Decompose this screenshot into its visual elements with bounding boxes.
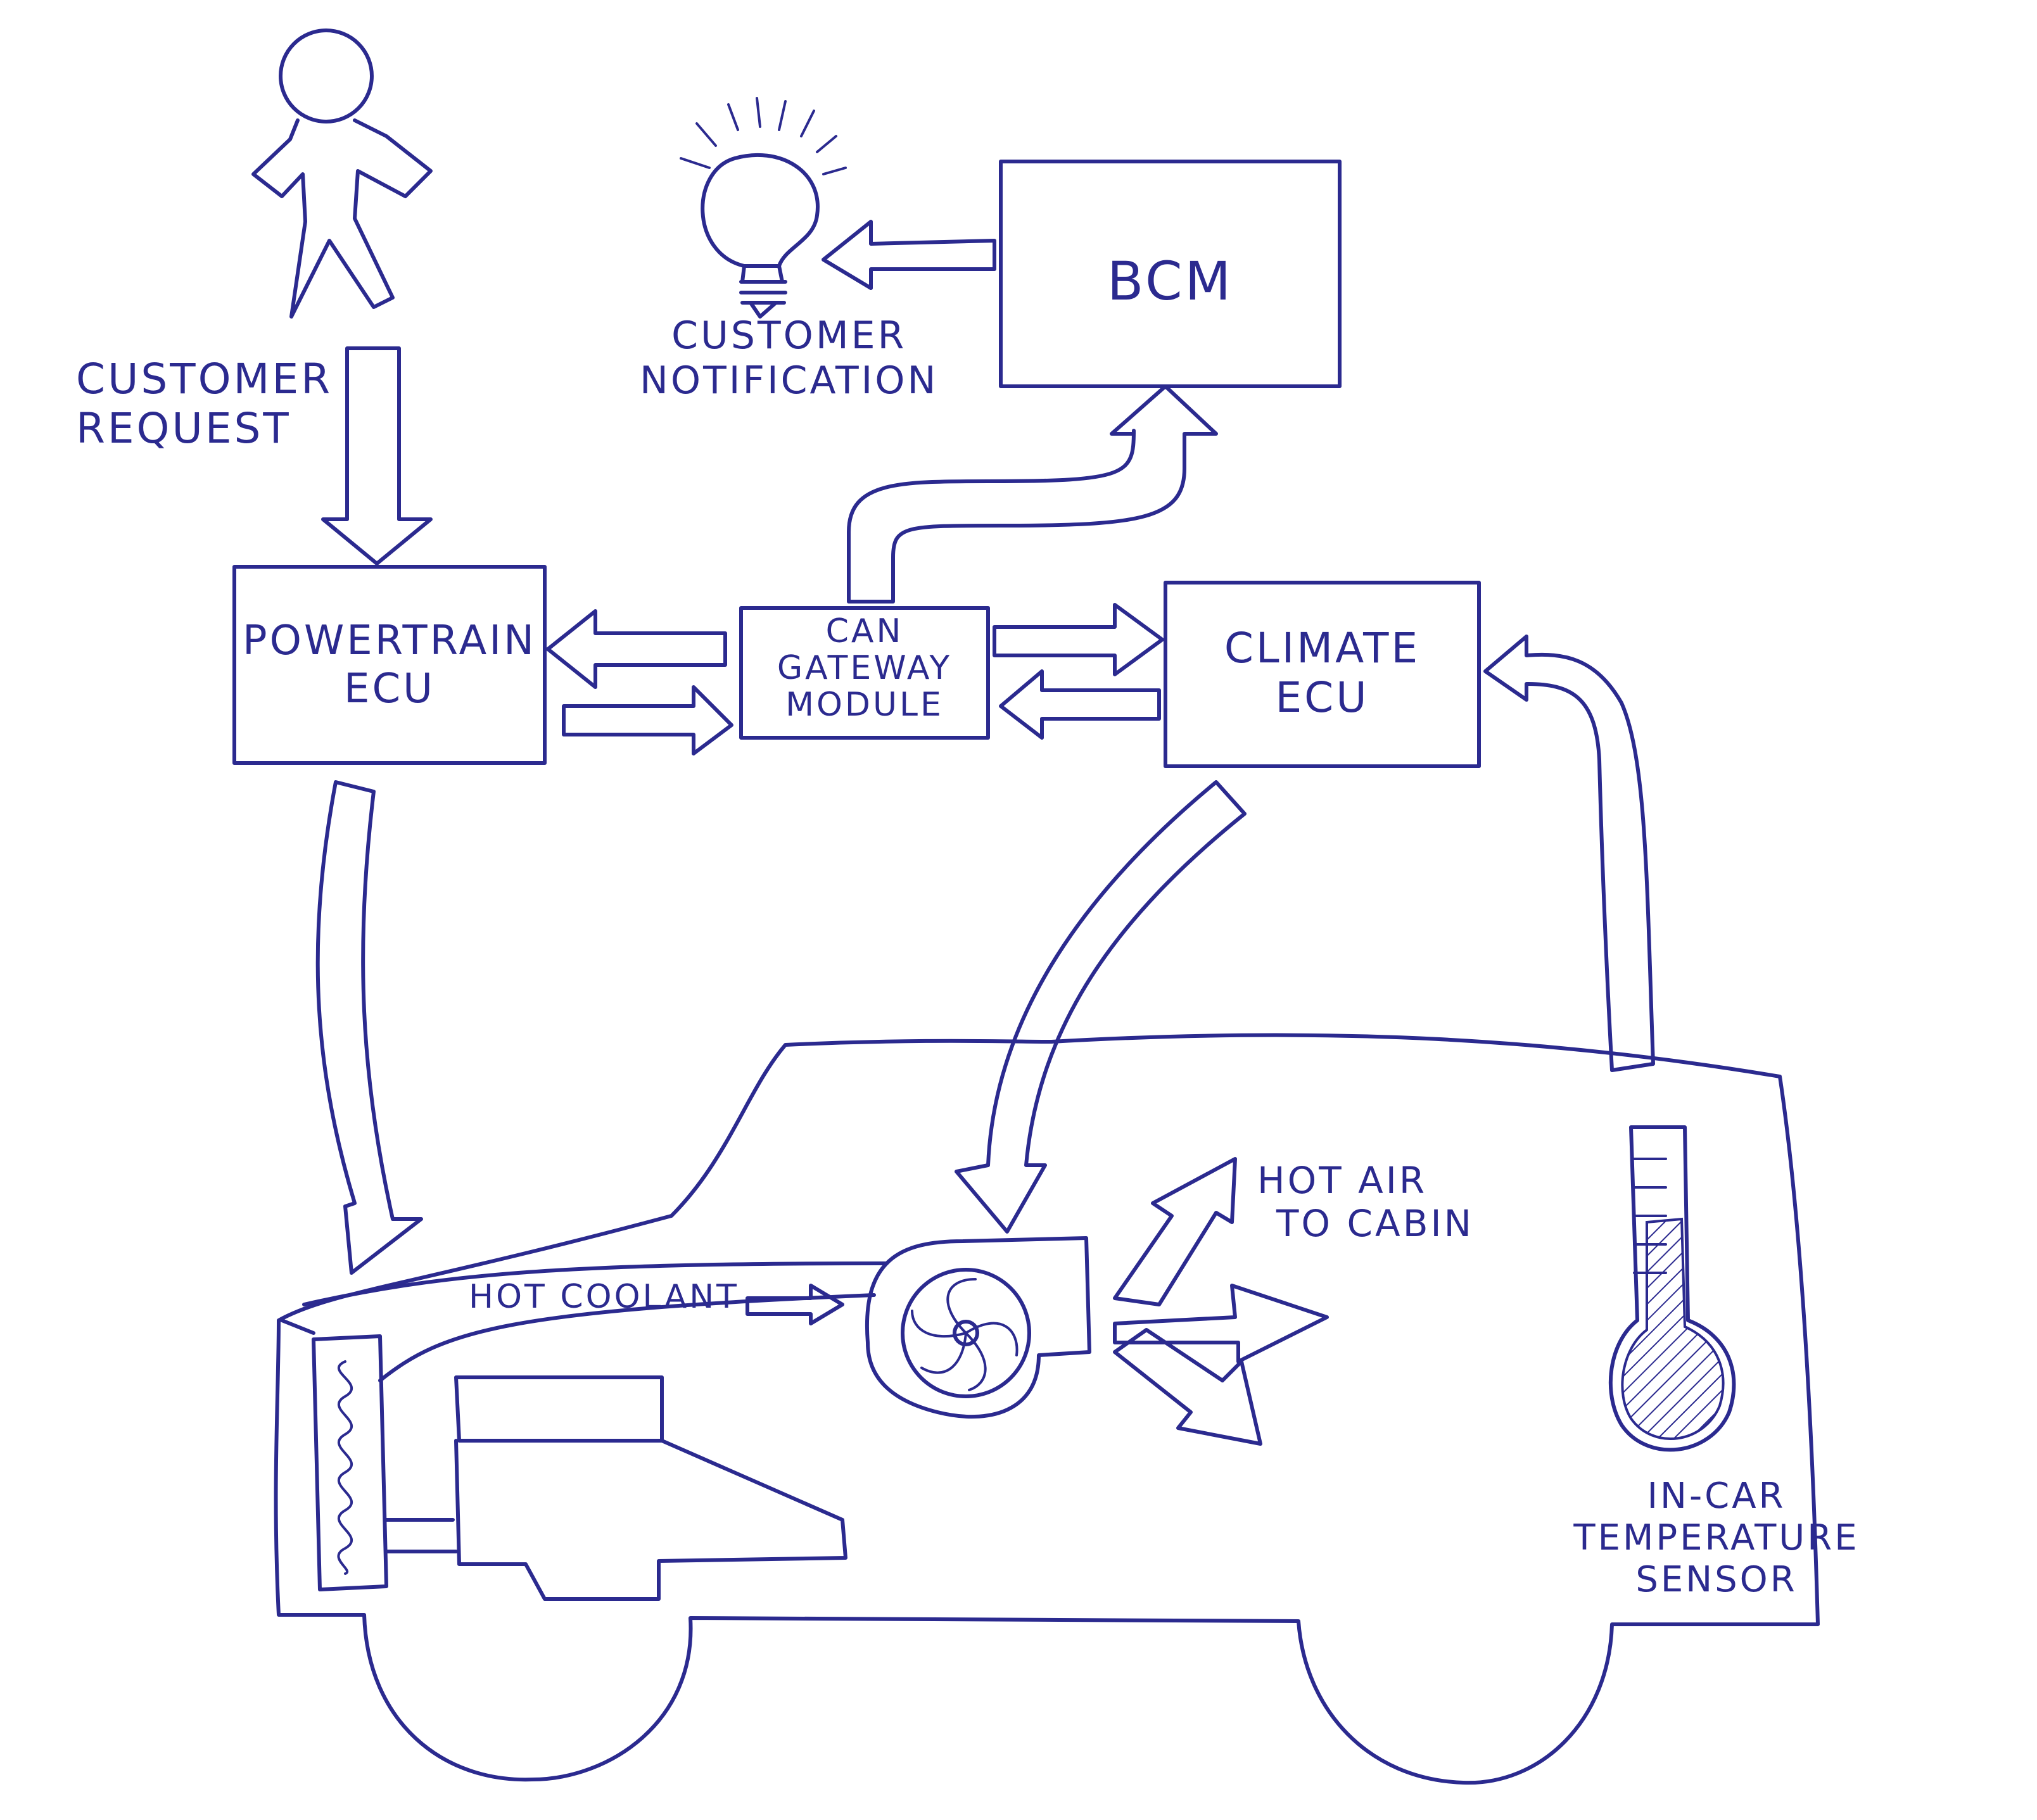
fan-icon [865, 1236, 1091, 1419]
climate-to-gateway-arrow [999, 669, 1161, 740]
customer-notification-label: CUSTOMER NOTIFICATION [640, 313, 939, 403]
powertrain-ecu-box [232, 565, 547, 765]
hot-air-label: HOT AIR TO CABIN [1257, 1159, 1474, 1246]
can-gateway-box [739, 606, 990, 740]
gateway-to-climate-arrow [993, 603, 1164, 676]
coolant-arrow [746, 1284, 844, 1325]
powertrain-ecu-label: POWERTRAIN ECU [243, 617, 536, 712]
climate-ecu-box [1164, 581, 1481, 768]
radiator-icon [312, 1334, 388, 1591]
powertrain-to-gateway-arrow [562, 685, 733, 755]
request-arrow [321, 346, 433, 566]
gateway-to-powertrain-arrow [546, 609, 727, 689]
gateway-to-bcm-arrow [847, 384, 1218, 604]
hot-coolant-label: HOT COOLANT [469, 1278, 739, 1316]
customer-request-label: CUSTOMER REQUEST [76, 355, 333, 453]
climate-to-fan-arrow [955, 780, 1247, 1234]
thermometer-icon [1608, 1125, 1736, 1452]
bcm-label: BCM [1107, 250, 1234, 312]
powertrain-to-engine-arrow [315, 780, 423, 1275]
climate-ecu-label: CLIMATE ECU [1224, 624, 1421, 722]
sensor-to-climate-arrow [1483, 635, 1655, 1072]
hot-air-arrows [1113, 1157, 1329, 1446]
hot-coolant-pipe [280, 1261, 889, 1382]
person-icon [251, 28, 433, 319]
bcm-to-bulb-arrow [822, 220, 996, 290]
can-gateway-label: CAN GATEWAY MODULE [777, 612, 953, 724]
lightbulb-icon [680, 97, 847, 319]
engine-icon [384, 1375, 847, 1601]
sensor-label: IN-CAR TEMPERATURE SENSOR [1573, 1476, 1860, 1601]
car-outline [274, 1033, 1820, 1785]
bcm-box [999, 160, 1342, 388]
